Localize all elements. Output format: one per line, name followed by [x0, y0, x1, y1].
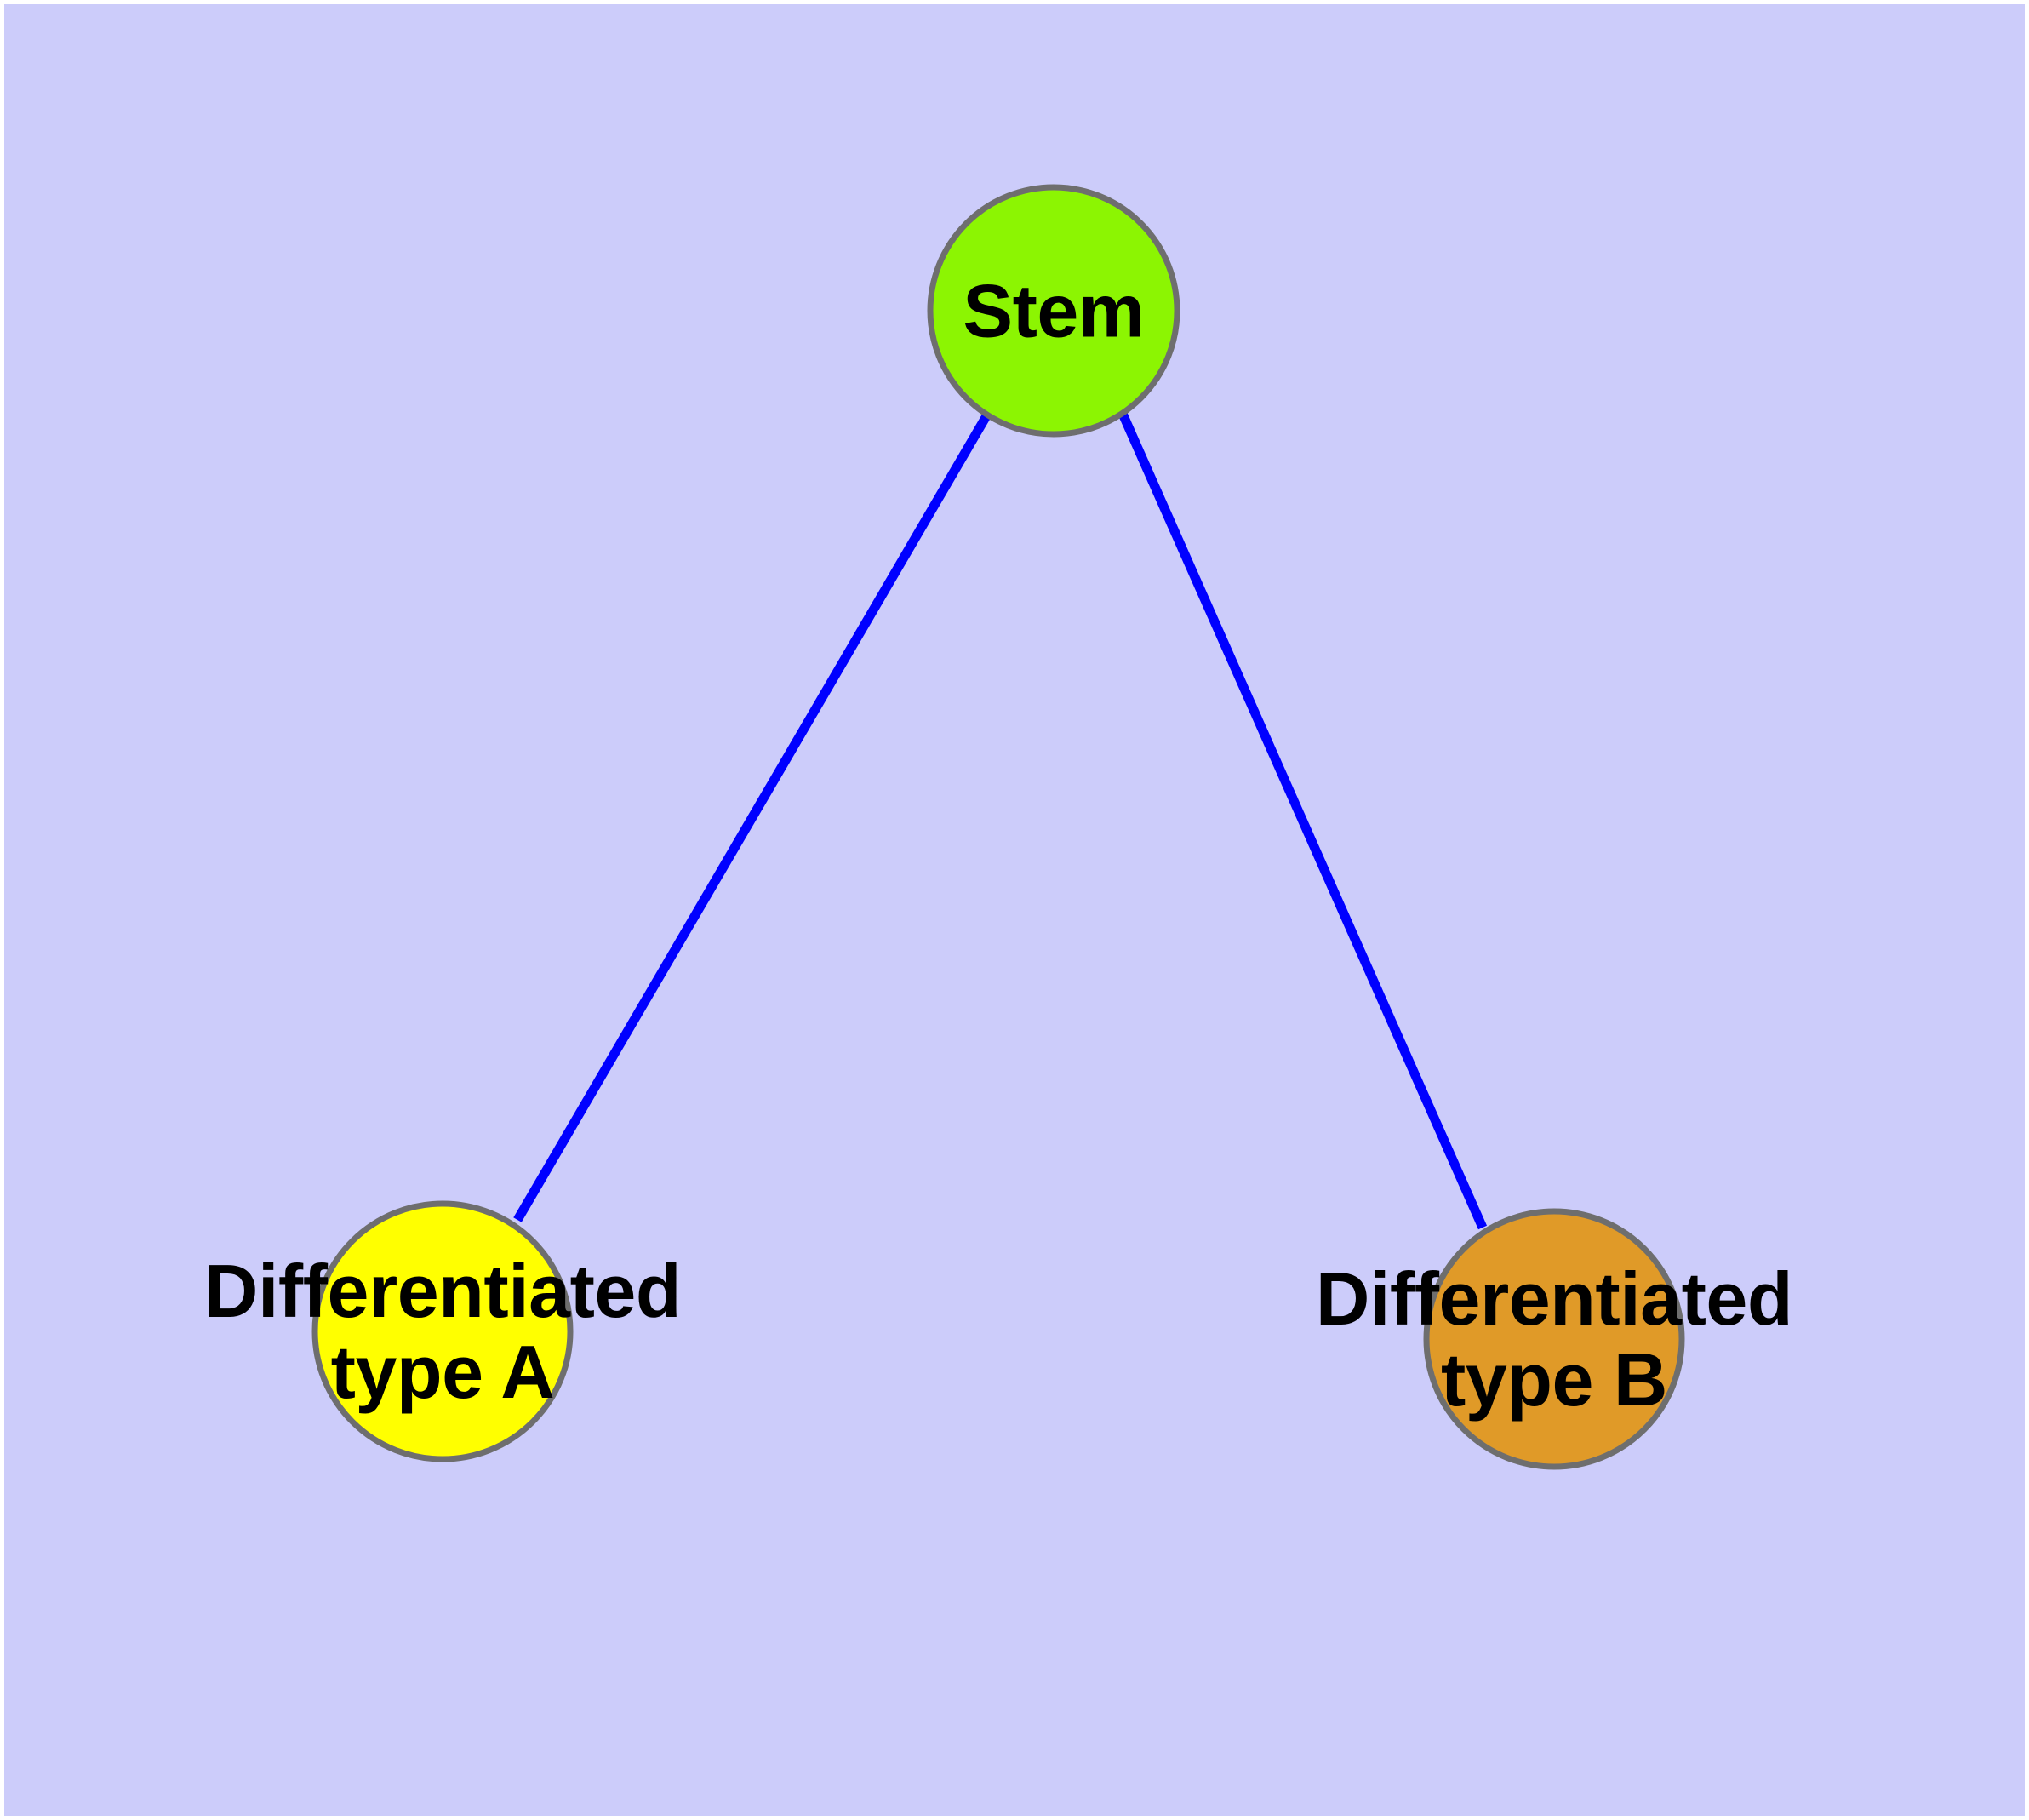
node-differentiated-type-b[interactable] — [1423, 1208, 1685, 1470]
node-differentiated-type-a[interactable] — [311, 1200, 574, 1462]
edge-stem-to-differentiated-type-b[interactable] — [1117, 411, 1488, 1230]
edge-layer — [513, 411, 1488, 1230]
node-stem[interactable] — [927, 184, 1180, 438]
edge-stem-to-differentiated-type-a[interactable] — [513, 412, 992, 1222]
node-layer — [311, 184, 1685, 1470]
